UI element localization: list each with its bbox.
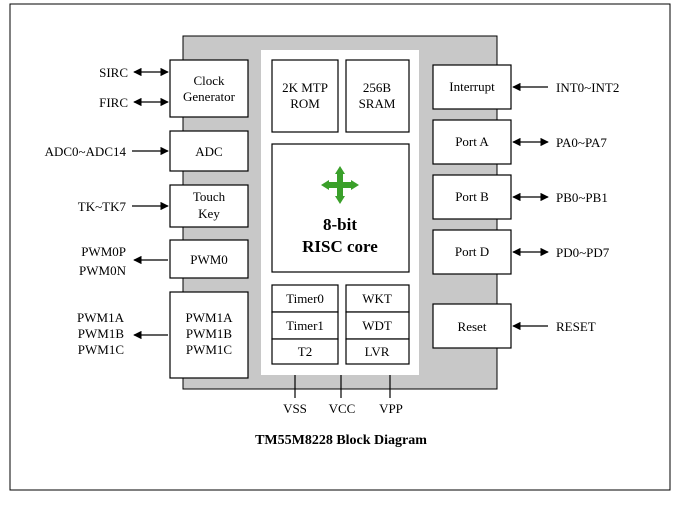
reset-block: Reset — [432, 303, 512, 349]
vpp-label: VPP — [379, 401, 403, 416]
wkt-label: WKT — [362, 291, 392, 306]
adc-block: ADC — [169, 130, 249, 172]
port-a-label: Port A — [455, 134, 489, 149]
reset-label: Reset — [458, 319, 487, 334]
pwm0-label: PWM0 — [190, 252, 228, 267]
t2-label: T2 — [298, 344, 312, 359]
clock-label-line1: Clock — [193, 73, 225, 88]
sirc-signal: SIRC — [99, 65, 128, 80]
sram-label-line1: 256B — [363, 80, 392, 95]
clock-generator-block: Clock Generator — [169, 59, 249, 118]
pwm1b-signal: PWM1B — [78, 326, 125, 341]
interrupt-label: Interrupt — [449, 79, 495, 94]
green-cross-logo-icon — [321, 166, 359, 204]
vss-label: VSS — [283, 401, 307, 416]
clock-label-line2: Generator — [183, 89, 236, 104]
touch-label-line1: Touch — [193, 189, 226, 204]
pwm1-label-line2: PWM1B — [186, 326, 233, 341]
adc-label: ADC — [195, 144, 222, 159]
core-label-line1: 8-bit — [323, 215, 357, 234]
adc-signal: ADC0~ADC14 — [45, 144, 127, 159]
timer0-label: Timer0 — [286, 291, 324, 306]
lvr-label: LVR — [365, 344, 390, 359]
interrupt-block: Interrupt — [432, 64, 512, 110]
port-d-label: Port D — [455, 244, 489, 259]
pwm1-label-line1: PWM1A — [186, 310, 234, 325]
rom-block: 2K MTP ROM — [271, 59, 339, 133]
pwm1a-signal: PWM1A — [77, 310, 125, 325]
sram-block: 256B SRAM — [345, 59, 410, 133]
vcc-label: VCC — [329, 401, 356, 416]
core-label-line2: RISC core — [302, 237, 378, 256]
pd-signal: PD0~PD7 — [556, 245, 610, 260]
risc-core-block: 8-bit RISC core — [271, 143, 410, 273]
tk-signal: TK~TK7 — [78, 199, 127, 214]
pwm1-label-line3: PWM1C — [186, 342, 232, 357]
pwm1-block: PWM1A PWM1B PWM1C — [169, 291, 249, 379]
wdt-label: WDT — [362, 318, 392, 333]
port-b-label: Port B — [455, 189, 489, 204]
outer-frame — [9, 3, 671, 491]
pwm1c-signal: PWM1C — [78, 342, 124, 357]
touch-key-block: Touch Key — [169, 184, 249, 228]
pwm0-block: PWM0 — [169, 239, 249, 279]
port-d-block: Port D — [432, 229, 512, 275]
reset-signal: RESET — [556, 319, 596, 334]
firc-signal: FIRC — [99, 95, 128, 110]
timer-stack: Timer0 Timer1 T2 — [271, 284, 339, 365]
port-b-block: Port B — [432, 174, 512, 220]
int-signal: INT0~INT2 — [556, 80, 619, 95]
pwm0n-signal: PWM0N — [79, 263, 127, 278]
pa-signal: PA0~PA7 — [556, 135, 607, 150]
port-a-block: Port A — [432, 119, 512, 165]
wkt-wdt-lvr-stack: WKT WDT LVR — [345, 284, 410, 365]
pb-signal: PB0~PB1 — [556, 190, 608, 205]
pwm0p-signal: PWM0P — [81, 244, 126, 259]
rom-label-line1: 2K MTP — [282, 80, 328, 95]
touch-label-line2: Key — [198, 206, 220, 221]
sram-label-line2: SRAM — [359, 96, 396, 111]
rom-label-line2: ROM — [290, 96, 320, 111]
diagram-title: TM55M8228 Block Diagram — [255, 433, 427, 448]
timer1-label: Timer1 — [286, 318, 324, 333]
